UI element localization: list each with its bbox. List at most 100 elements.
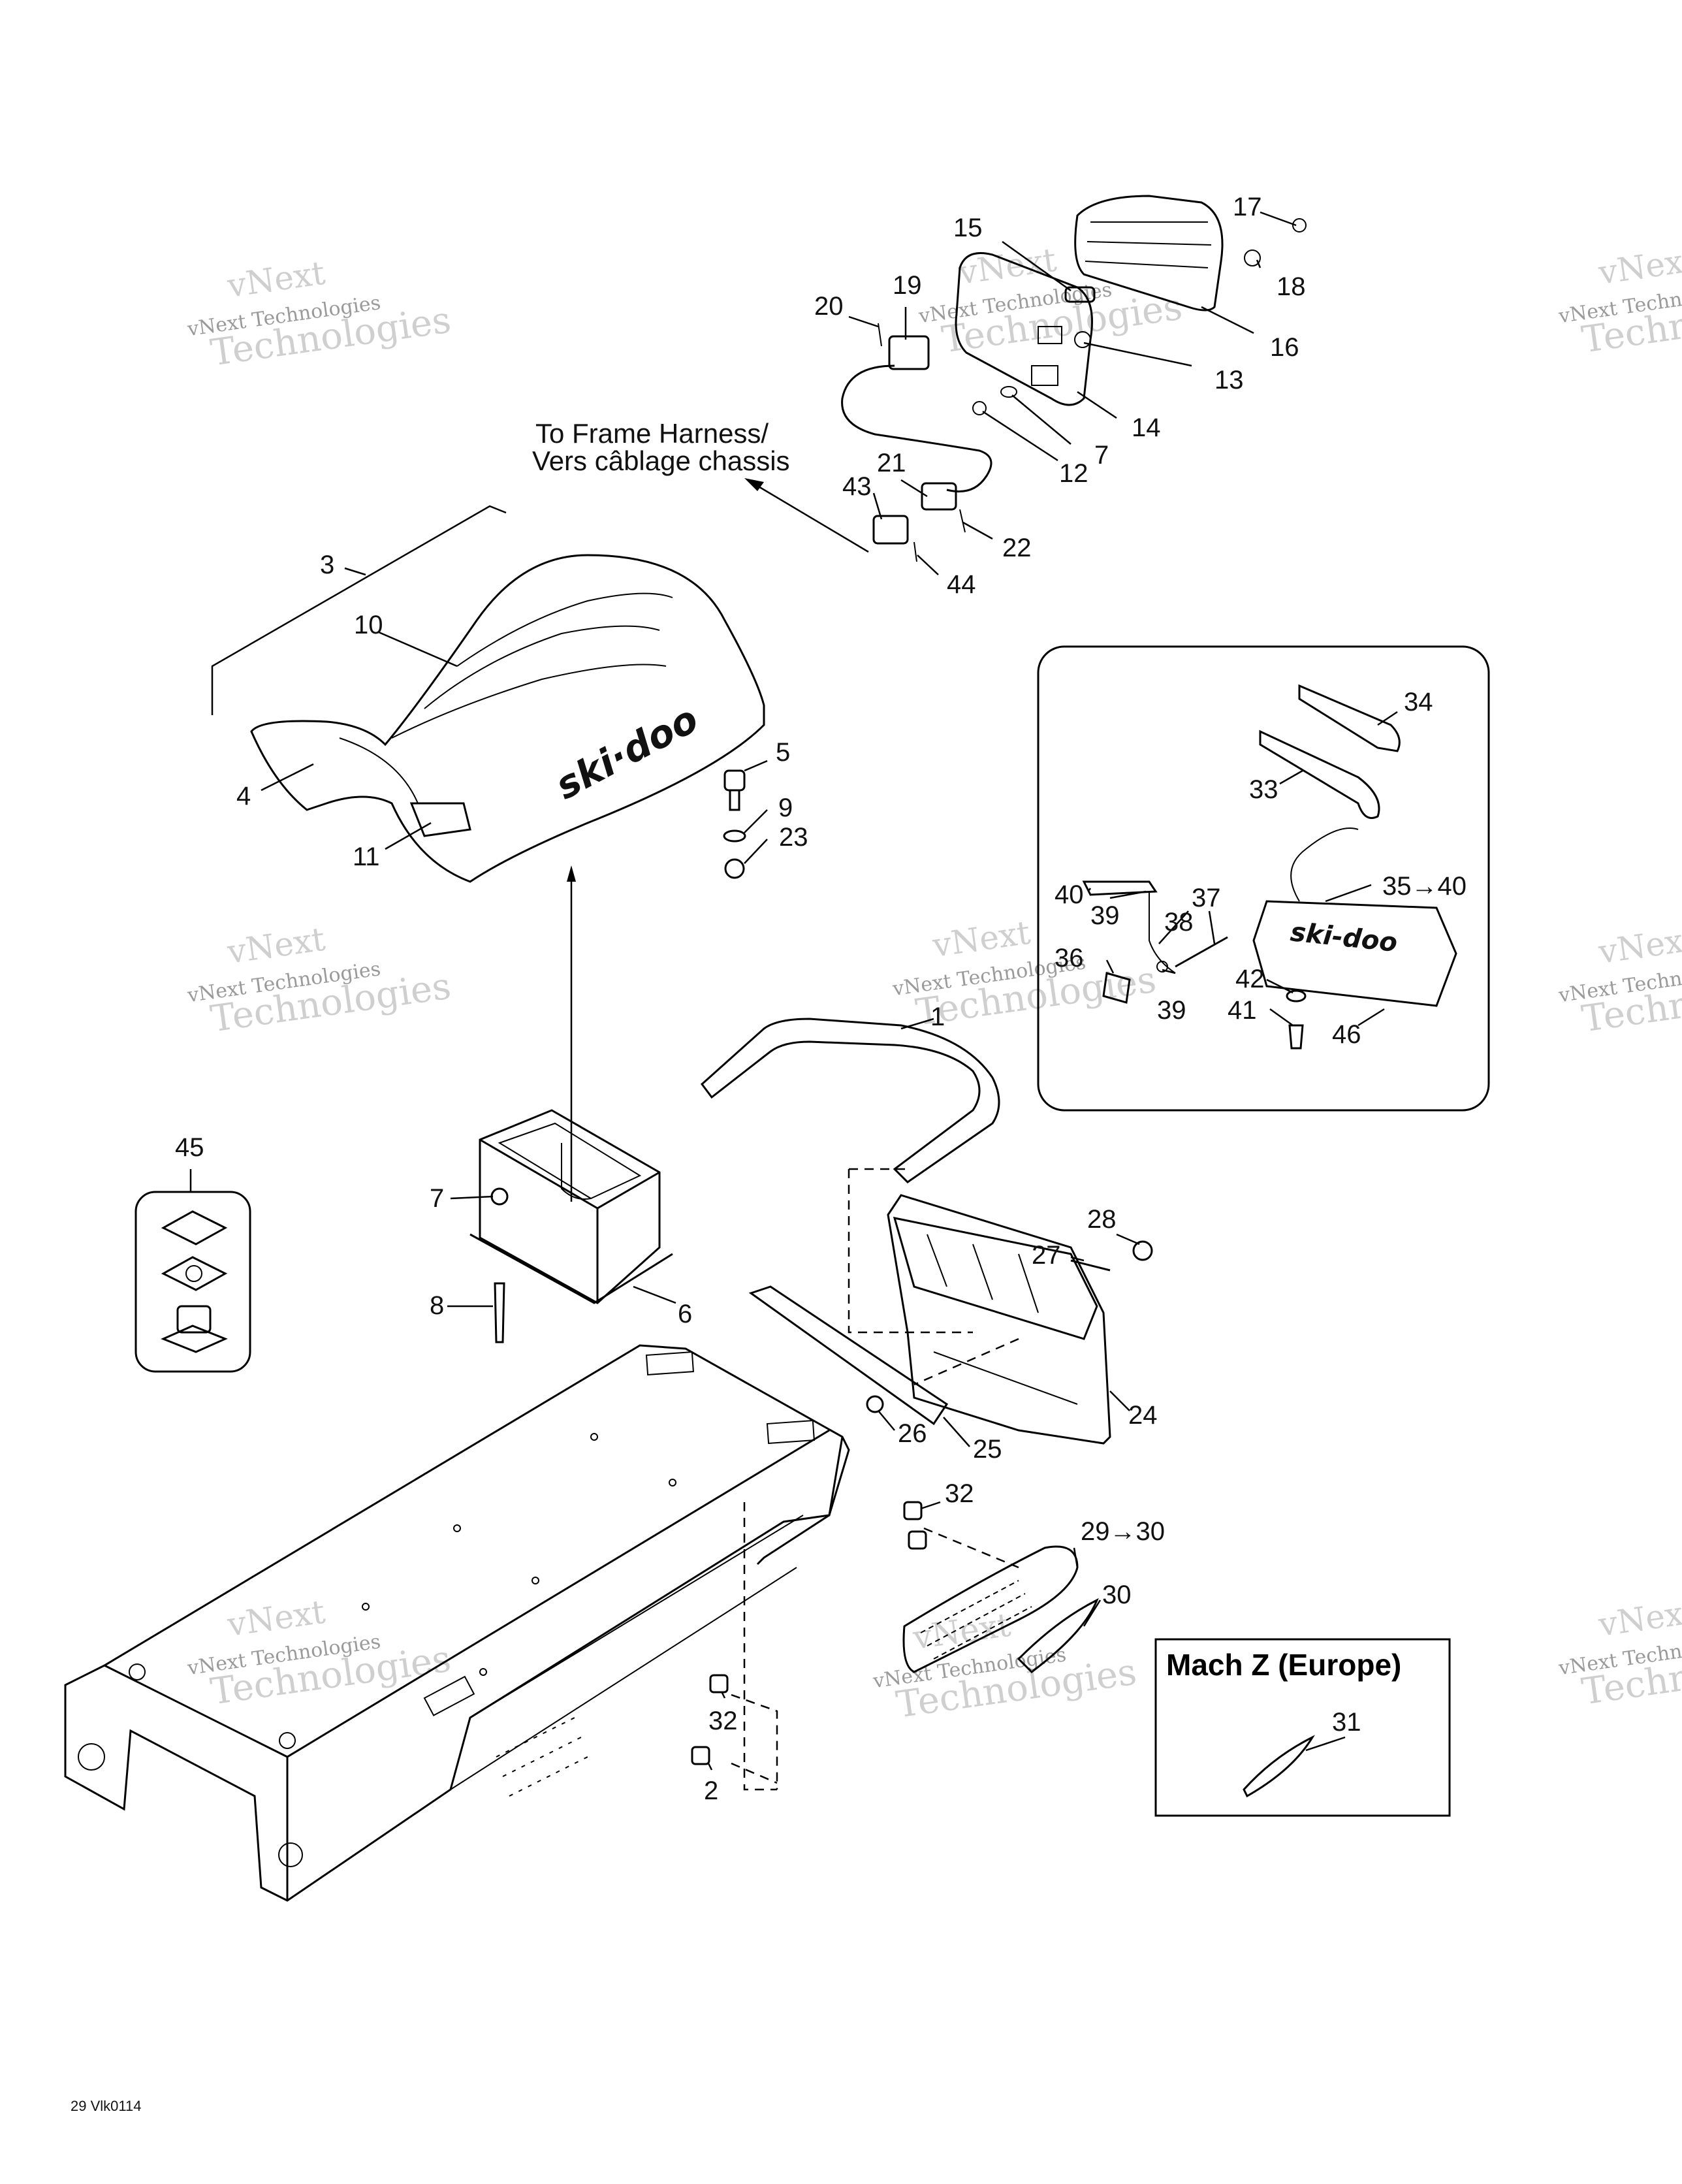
strap: [1082, 880, 1158, 896]
callout-31: 31: [1332, 1708, 1361, 1737]
callout-33: 33: [1249, 775, 1278, 804]
flap-support: [893, 1217, 1098, 1340]
snow-flap: [887, 1194, 1111, 1445]
watermark-group: vNext vNext Technologies Technologies vN…: [185, 241, 1682, 1727]
callout-16: 16: [1270, 333, 1299, 362]
tail-light-assembly: [841, 195, 1307, 562]
screw: [709, 1674, 729, 1694]
connector: [921, 482, 957, 511]
callout-25: 25: [973, 1435, 1002, 1464]
rivet: [494, 1282, 505, 1343]
plug-frame: [135, 1191, 251, 1373]
tail-light-lens: [1074, 195, 1224, 312]
callout-21: 21: [877, 449, 906, 477]
callout-35-40: 35→40: [1382, 872, 1467, 901]
callout-2: 2: [704, 1776, 718, 1805]
callout-39: 39: [1090, 901, 1120, 930]
callout-13: 13: [1214, 366, 1244, 394]
tool-kit-frame: [1037, 645, 1490, 1112]
callout-23: 23: [779, 823, 808, 852]
rivet: [1288, 1024, 1304, 1050]
callout-32: 32: [945, 1479, 974, 1508]
washer: [1244, 249, 1261, 266]
plate: [748, 1285, 949, 1426]
mach-z-title: Mach Z (Europe): [1166, 1648, 1401, 1682]
washer: [1000, 386, 1017, 398]
washer: [490, 1187, 509, 1206]
watermark-line1: vNext: [1596, 920, 1682, 971]
watermark-line1: vNext: [225, 254, 327, 305]
callout-34: 34: [1404, 688, 1433, 716]
leader-lines: [189, 211, 1398, 1771]
washer: [723, 829, 746, 843]
wire-harness: [841, 364, 992, 492]
seat-logo: ski·doo: [548, 696, 706, 808]
reflector: [1243, 1735, 1315, 1798]
callout-46: 46: [1332, 1020, 1361, 1049]
screw: [908, 1530, 927, 1550]
screw: [1292, 218, 1307, 233]
grab-handle: [700, 1018, 1000, 1183]
watermark: vNext vNext Technologies Technologies: [1557, 1593, 1682, 1714]
callout-42: 42: [1235, 965, 1265, 993]
screw: [903, 1501, 923, 1520]
drawing-code: 29 Vlk0114: [71, 2098, 141, 2114]
watermark-line1: vNext: [1596, 1593, 1682, 1644]
seat: [250, 554, 765, 883]
callout-45: 45: [175, 1133, 204, 1162]
wrench: [1298, 684, 1401, 752]
callout-4: 4: [236, 782, 251, 811]
pin: [1175, 936, 1228, 968]
watermark-line1: vNext: [930, 914, 1032, 965]
seat-assembly: ski·doo: [211, 505, 765, 883]
callout-30: 30: [1102, 1581, 1132, 1609]
screw: [723, 769, 746, 792]
clip: [1132, 1240, 1153, 1261]
callout-11: 11: [353, 843, 380, 871]
tool-bag-logo: ski-doo: [1289, 917, 1399, 958]
seat-badge: [409, 802, 471, 837]
callout-39b: 39: [1157, 996, 1186, 1025]
callout-3: 3: [320, 551, 334, 579]
callout-6: 6: [678, 1300, 692, 1328]
rear-guard: [748, 1168, 1153, 1445]
callout-27: 27: [1032, 1241, 1061, 1270]
screw: [972, 401, 987, 415]
watermark: vNext vNext Technologies Technologies: [1557, 920, 1682, 1041]
harness-note: To Frame Harness/ Vers câblage chassis: [532, 418, 869, 553]
callout-32b: 32: [708, 1707, 738, 1735]
watermark: vNext vNext Technologies Technologies: [185, 254, 453, 375]
callout-labels: 15 17 18 16 13 14 19 20 12 7 21 43 22 44…: [175, 193, 1467, 1805]
callout-40: 40: [1055, 880, 1084, 909]
watermark-line1: vNext: [1596, 241, 1682, 292]
callout-10: 10: [354, 611, 383, 639]
watermark: vNext vNext Technologies Technologies: [185, 920, 453, 1041]
callout-14: 14: [1132, 413, 1161, 442]
callout-1: 1: [930, 1003, 945, 1031]
cord: [1149, 891, 1176, 974]
clip: [1102, 972, 1131, 1004]
callout-22: 22: [1002, 534, 1032, 562]
watermark-line1: vNext: [956, 241, 1058, 292]
callout-43: 43: [842, 472, 872, 501]
callout-7b: 7: [430, 1184, 444, 1213]
callout-20: 20: [814, 292, 844, 321]
callout-38: 38: [1164, 908, 1194, 937]
callout-9: 9: [778, 794, 793, 822]
tool-bag: [1252, 900, 1457, 1007]
socket: [888, 335, 930, 370]
screw: [691, 1746, 710, 1765]
pin: [1070, 1259, 1111, 1272]
callout-41: 41: [1228, 996, 1257, 1025]
mach-z-frame: [1154, 1638, 1451, 1817]
storage-box: [469, 1109, 673, 1343]
washer: [1286, 989, 1307, 1003]
callout-5: 5: [776, 738, 790, 767]
harness-note-line1: To Frame Harness/: [535, 418, 769, 449]
connector: [872, 515, 909, 545]
bulb: [1064, 286, 1096, 303]
washer: [1074, 331, 1091, 348]
reflector: [1017, 1598, 1099, 1673]
callout-15: 15: [953, 214, 983, 242]
